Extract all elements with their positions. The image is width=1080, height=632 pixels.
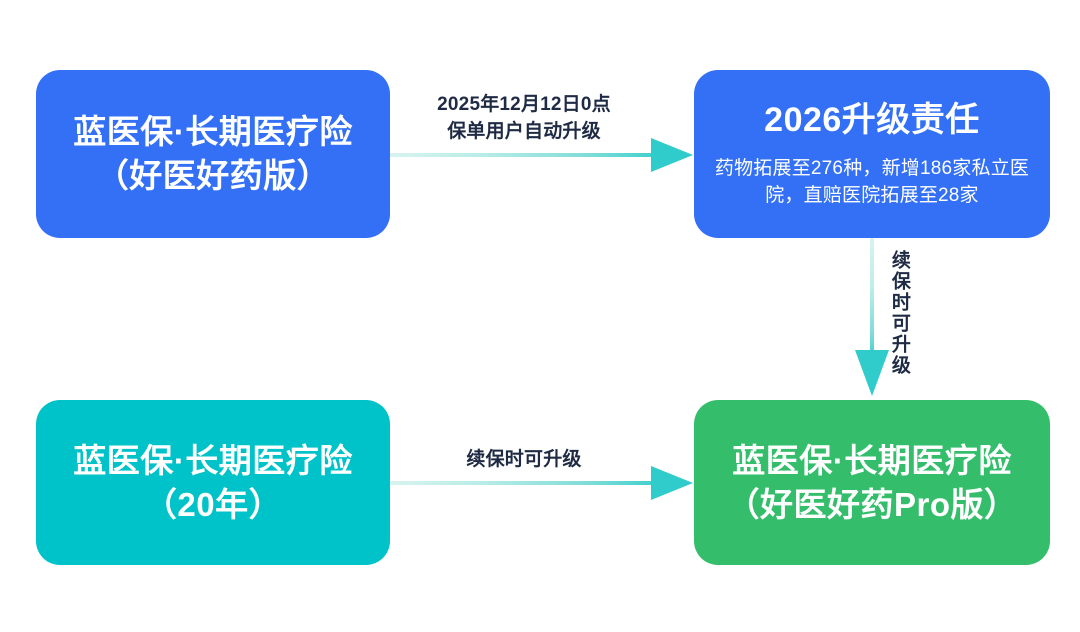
node-blue-right-title: 2026升级责任 (764, 101, 980, 140)
arrowhead-right-icon-top (651, 138, 693, 172)
arrowhead-down-icon-right (855, 350, 889, 396)
arrow-line-top-horizontal (390, 153, 656, 157)
edge-label-bottom-horizontal: 续保时可升级 (466, 449, 582, 470)
node-teal-left-title: 蓝医保·长期医疗险 （20年） (73, 441, 353, 523)
arrow-line-right-vertical (870, 238, 874, 358)
node-blue-left-product[interactable]: 蓝医保·长期医疗险 （好医好药版） (36, 70, 390, 238)
node-green-right-product[interactable]: 蓝医保·长期医疗险 （好医好药Pro版） (694, 400, 1050, 565)
node-green-right-title: 蓝医保·长期医疗险 （好医好药Pro版） (726, 441, 1018, 523)
node-teal-left-product[interactable]: 蓝医保·长期医疗险 （20年） (36, 400, 390, 565)
arrow-line-bottom-horizontal (390, 481, 656, 485)
edge-label-top-horizontal: 2025年12月12日0点 保单用户自动升级 (437, 94, 611, 142)
edge-label-right-vertical: 续保时可升级 (888, 250, 910, 376)
node-blue-right-upgrade-benefits[interactable]: 2026升级责任 药物拓展至276种，新增186家私立医院，直赔医院拓展至28家 (694, 70, 1050, 238)
node-blue-left-title: 蓝医保·长期医疗险 （好医好药版） (73, 113, 353, 194)
arrowhead-right-icon-bottom (651, 466, 693, 500)
node-blue-right-subtitle: 药物拓展至276种，新增186家私立医院，直赔医院拓展至28家 (714, 157, 1030, 207)
